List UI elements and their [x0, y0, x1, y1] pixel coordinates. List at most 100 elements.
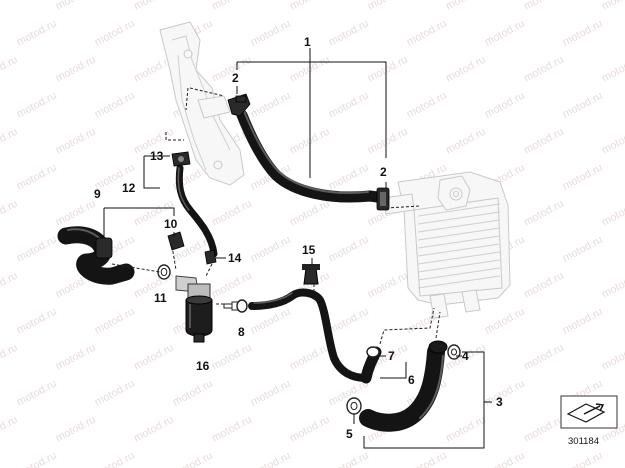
watermark-text: motod.ru — [600, 342, 625, 373]
watermark-text: motod.ru — [366, 0, 410, 13]
cooler-fin — [417, 235, 501, 249]
watermark-text: motod.ru — [132, 414, 176, 445]
label-7: 7 — [388, 349, 395, 363]
watermark-text: motod.ru — [210, 270, 254, 301]
watermark-text: motod.ru — [132, 0, 176, 13]
label-10: 10 — [164, 217, 178, 231]
watermark-text: motod.ru — [327, 450, 371, 468]
watermark-text: motod.ru — [0, 0, 20, 13]
label-8: 8 — [238, 325, 245, 339]
frame-bracket — [159, 21, 245, 186]
watermark-text: motod.ru — [405, 18, 449, 49]
watermark-text: motod.ru — [600, 126, 625, 157]
hose-12 — [175, 164, 218, 258]
clamp-5 — [346, 397, 362, 415]
leader-lines — [103, 48, 492, 449]
label-16: 16 — [196, 359, 210, 373]
watermark-text: motod.ru — [366, 270, 410, 301]
cooler-fin — [417, 203, 501, 217]
dashed-guides — [111, 87, 441, 345]
watermark-text: motod.ru — [561, 162, 605, 193]
ring-8 — [236, 299, 248, 313]
watermark-text: motod.ru — [561, 90, 605, 121]
clamp-13 — [171, 151, 191, 167]
watermark-text: motod.ru — [0, 270, 20, 301]
watermark-text: motod.ru — [561, 306, 605, 337]
watermark-text: motod.ru — [249, 306, 293, 337]
watermark-text: motod.ru — [522, 342, 566, 373]
watermark-text: motod.ru — [0, 126, 20, 157]
watermark-text: motod.ru — [15, 450, 59, 468]
watermark-text: motod.ru — [483, 18, 527, 49]
label-2-lower: 2 — [380, 165, 387, 179]
diagram-reference-number: 301184 — [568, 436, 599, 447]
oil-cooler — [383, 171, 511, 319]
watermark-text: motod.ru — [0, 54, 20, 85]
clamp-4 — [447, 344, 461, 360]
label-13: 13 — [150, 149, 164, 163]
watermark-text: motod.ru — [483, 450, 527, 468]
watermark-text: motod.ru — [210, 0, 254, 13]
watermark-text: motod.ru — [522, 0, 566, 13]
label-15: 15 — [302, 243, 316, 257]
clamp-14 — [204, 249, 217, 265]
arrow-panel-icon — [566, 403, 606, 423]
watermark-text: motod.ru — [249, 90, 293, 121]
label-14: 14 — [228, 251, 242, 265]
watermark-text: motod.ru — [327, 162, 371, 193]
watermark-text: motod.ru — [444, 126, 488, 157]
watermark-text: motod.ru — [15, 306, 59, 337]
label-4: 4 — [462, 349, 469, 363]
watermark-text: motod.ru — [15, 18, 59, 49]
watermark-text: motod.ru — [522, 126, 566, 157]
label-1: 1 — [304, 35, 311, 49]
watermark-text: motod.ru — [522, 198, 566, 229]
watermark-text: motod.ru — [210, 342, 254, 373]
plug-15 — [302, 264, 320, 285]
watermark-text: motod.ru — [0, 342, 20, 373]
watermark-text: motod.ru — [327, 306, 371, 337]
hose-9 — [57, 226, 135, 285]
watermark-text: motod.ru — [600, 270, 625, 301]
watermark-text: motod.ru — [54, 54, 98, 85]
hose-6 — [360, 346, 382, 384]
cooler-fin — [417, 243, 501, 257]
watermark-text: motod.ru — [483, 378, 527, 409]
hose-3 — [359, 340, 448, 432]
watermark-text: motod.ru — [0, 198, 20, 229]
cooler-fin — [417, 211, 501, 225]
clamp-2-lower — [376, 187, 390, 211]
watermark-text: motod.ru — [483, 90, 527, 121]
watermark-text: motod.ru — [249, 234, 293, 265]
cooler-fin — [417, 227, 501, 241]
watermark-text: motod.ru — [288, 342, 332, 373]
cooler-fin — [417, 219, 501, 233]
watermark-text: motod.ru — [0, 414, 20, 445]
watermark-text: motod.ru — [93, 378, 137, 409]
cooler-fin — [417, 251, 501, 265]
watermark-text: motod.ru — [15, 90, 59, 121]
watermark-text: motod.ru — [93, 90, 137, 121]
watermark-text: motod.ru — [444, 414, 488, 445]
reference-box: 301184 — [560, 395, 618, 447]
label-2-upper: 2 — [232, 71, 239, 85]
watermark-text: motod.ru — [249, 378, 293, 409]
watermark-text: motod.ru — [522, 414, 566, 445]
watermark-text: motod.ru — [93, 306, 137, 337]
watermark-text: motod.ru — [288, 198, 332, 229]
watermark-text: motod.ru — [54, 342, 98, 373]
label-6: 6 — [408, 373, 415, 387]
watermark-text: motod.ru — [249, 18, 293, 49]
watermark-text: motod.ru — [54, 126, 98, 157]
watermark-text: motod.ru — [327, 234, 371, 265]
hose-1 — [236, 109, 390, 204]
label-3: 3 — [496, 395, 503, 409]
watermark-text: motod.ru — [288, 0, 332, 13]
watermark-text: motod.ru — [171, 378, 215, 409]
ring-11 — [157, 264, 171, 280]
watermark-text: motod.ru — [93, 450, 137, 468]
watermark-text: motod.ru — [93, 18, 137, 49]
watermark-text: motod.ru — [561, 450, 605, 468]
label-5: 5 — [346, 427, 353, 441]
